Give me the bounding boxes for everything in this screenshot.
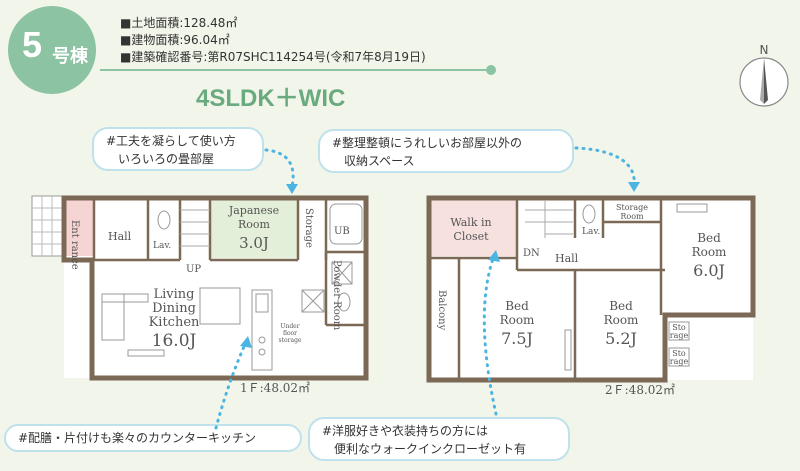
lav-1f-label: Lav. (153, 241, 171, 251)
toilet-2f-icon (582, 204, 596, 224)
japanese-room-area (210, 200, 298, 258)
callout-kitchen-line1: #配膳・片付けも楽々のカウンターキッチン (18, 431, 257, 445)
compass-north-label: N (760, 43, 769, 57)
storage-b-box (668, 347, 690, 367)
lav-2f-label: Lav. (582, 227, 600, 237)
bed-left-closet (564, 329, 572, 371)
sofa-icon (101, 293, 149, 341)
fridge-icon (301, 289, 325, 313)
layout-type-title: 4SLDK＋WIC (196, 85, 346, 112)
stairs-1f (180, 209, 210, 247)
header-rule (100, 69, 492, 71)
callout-closet-line1: #洋服好きや衣装持ちの方には (322, 424, 489, 438)
floor2-outer-wall (426, 195, 756, 383)
dn-label: DN (523, 248, 540, 259)
callout-tatami: #工夫を凝らして使い方 いろいろの畳部屋 (92, 127, 264, 171)
entrance-area (66, 200, 94, 256)
up-label: UP (186, 264, 201, 275)
bed-mid-size: 5.2J (605, 329, 637, 348)
storage-a-label-2: rage (670, 331, 689, 340)
wic-label-1: Walk in (450, 216, 491, 229)
ldk-label-2: Dining (152, 301, 196, 316)
building-suffix: 号棟 (52, 46, 88, 67)
storage-b-label-2: rage (670, 357, 689, 366)
building-area-spec: ■建物面積:96.04㎡ (120, 33, 230, 47)
washing-machine-icon (331, 261, 353, 285)
callout-tatami-line2: いろいろの畳部屋 (118, 152, 215, 166)
tv-stand-icon (127, 349, 165, 357)
hall-2f-label: Hall (555, 252, 579, 265)
japanese-room-size: 3.0J (239, 234, 269, 252)
building-number-badge: 5 号棟 (8, 6, 96, 94)
bed-shelf-icon (676, 203, 708, 213)
powder-room-label: Powder Room (331, 260, 342, 331)
floor2-area-label: 2Ｆ:48.02㎡ (605, 383, 675, 395)
callout-closet-line2: 便利なウォークインクローゼット有 (334, 442, 527, 456)
stairs-2f (525, 200, 573, 238)
permit-number-spec: ■建築確認番号:第R07SHC114254号(令和7年8月19日) (120, 50, 426, 64)
leader-storage (574, 146, 636, 186)
floor1-area-label: 1Ｆ:48.02㎡ (240, 381, 310, 395)
floor1-outer-wall (61, 195, 369, 381)
ldk-label-1: Living (154, 287, 195, 302)
ldk-size: 16.0J (152, 331, 197, 351)
storage-room-label-1: Storage (616, 203, 648, 212)
callout-closet: #洋服好きや衣装持ちの方には 便利なウォークインクローゼット有 (308, 417, 570, 461)
bed-left-label-1: Bed (505, 299, 529, 313)
storage-a-box (668, 321, 690, 341)
bed-right-label-1: Bed (697, 231, 721, 245)
bed-left-size: 7.5J (501, 329, 533, 348)
land-area-spec: ■土地面積:128.48㎡ (120, 16, 238, 30)
callout-storage-line2: 収納スペース (344, 154, 415, 168)
bed-mid-label-2: Room (604, 313, 639, 327)
callout-tatami-line1: #工夫を凝らして使い方 (106, 134, 236, 148)
callout-kitchen: #配膳・片付けも楽々のカウンターキッチン (4, 424, 302, 452)
kitchen-counter (251, 289, 273, 371)
dining-table-icon (199, 287, 241, 325)
under-floor-label-3: storage (279, 337, 302, 344)
storage-b-label-1: Sto (672, 349, 686, 358)
ldk-label-3: Kitchen (149, 315, 200, 330)
toilet-icon (157, 210, 171, 230)
bed-right-label-2: Room (692, 245, 727, 259)
bathtub-icon (329, 203, 363, 245)
wic-area (431, 200, 517, 256)
building-number: 5 (22, 24, 43, 65)
storage-a-label-1: Sto (672, 323, 686, 332)
bed-mid-label-1: Bed (609, 299, 633, 313)
bed-left-label-2: Room (500, 313, 535, 327)
compass: N (739, 43, 789, 107)
ub-label: UB (334, 226, 350, 237)
storage-1f-label: Storage (303, 208, 314, 248)
callout-storage: #整理整頓にうれしいお部屋以外の 収納スペース (318, 129, 574, 173)
japanese-room-label-2: Room (238, 218, 271, 231)
japanese-room-label-1: Japanese (228, 204, 279, 217)
wic-label-2: Closet (453, 230, 489, 243)
entrance-label: Ent rance (69, 220, 80, 270)
hall-1f-label: Hall (108, 230, 132, 243)
callout-storage-line1: #整理整頓にうれしいお部屋以外の (332, 136, 523, 150)
floor-plan-1f: Ent rance Hall Lav. Japanese Room 3.0J S… (31, 195, 369, 395)
bed-right-size: 6.0J (693, 261, 725, 280)
leader-tatami (264, 148, 295, 188)
porch-deck (31, 195, 63, 257)
under-floor-label-2: floor (283, 330, 297, 337)
floor-plan-2f: Walk in Closet DN Lav. Storage Room Hall… (426, 195, 756, 395)
balcony-label: Balcony (436, 290, 447, 331)
storage-room-label-2: Room (620, 212, 644, 221)
header-rule-dot (486, 65, 496, 75)
under-floor-label-1: Under (280, 323, 299, 330)
powder-toilet-icon (337, 292, 351, 312)
compass-needle (764, 58, 768, 104)
